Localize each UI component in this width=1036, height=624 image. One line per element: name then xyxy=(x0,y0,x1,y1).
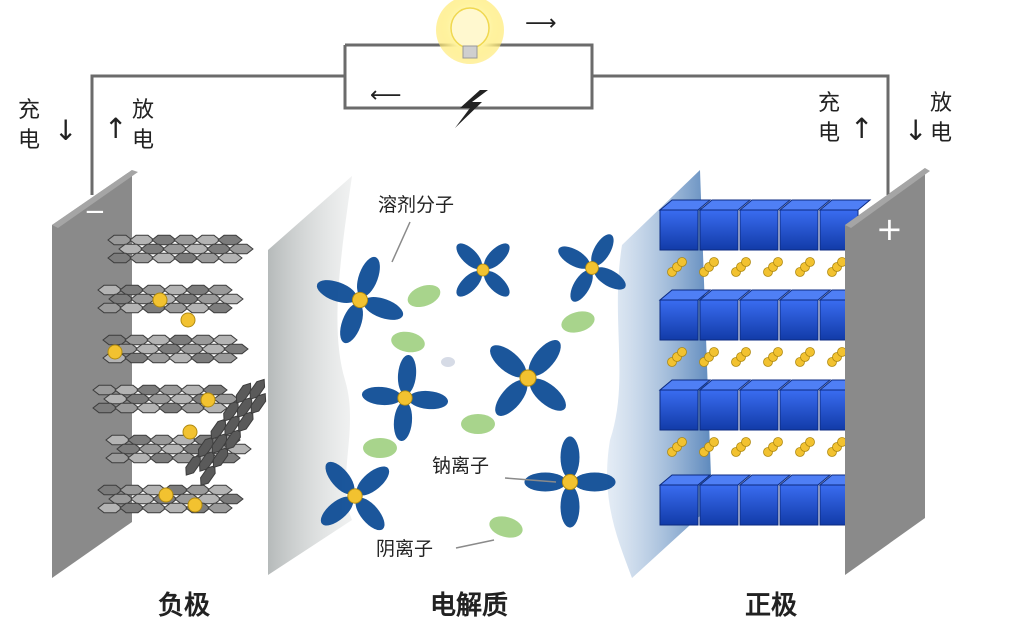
anion xyxy=(561,311,595,333)
solvent-molecule-label: 溶剂分子 xyxy=(378,194,454,216)
sodium-ion xyxy=(158,487,174,503)
sodium-ion xyxy=(351,291,369,309)
solvent-molecule xyxy=(316,256,404,344)
electrolyte-region xyxy=(316,234,626,538)
light-bulb-icon xyxy=(436,0,504,64)
charge-label-r2: 电 xyxy=(818,121,840,146)
anion xyxy=(391,331,425,353)
discharge-arrow-down-r: ↓ xyxy=(904,114,927,147)
graphite-sheet xyxy=(107,234,254,264)
sodium-chain xyxy=(667,347,847,367)
sodium-ion xyxy=(182,424,198,440)
electrolyte-title: 电解质 xyxy=(430,591,508,621)
cathode-layer xyxy=(658,199,872,251)
charge-label-2: 电 xyxy=(18,128,40,153)
sodium-ion xyxy=(152,292,168,308)
graphite-sheet xyxy=(97,484,244,514)
charge-arrow-up-r: ↑ xyxy=(850,112,873,145)
sodium-ion xyxy=(561,473,579,491)
sodium-chain xyxy=(667,257,847,277)
anion xyxy=(461,414,495,434)
anion xyxy=(407,284,441,308)
anode-title: 负极 xyxy=(158,591,211,621)
current-arrow-right: ⟶ xyxy=(525,11,557,36)
sodium-ion xyxy=(187,497,203,513)
sodium-ion-label: 钠离子 xyxy=(432,455,489,477)
sodium-chain xyxy=(667,437,847,457)
anode-discharge-indicator: ↑ 放 电 xyxy=(104,98,154,153)
solvent-molecule xyxy=(456,243,510,297)
cathode-layer xyxy=(658,474,872,526)
solvent-molecule xyxy=(320,461,390,531)
graphite-sheet xyxy=(97,284,244,314)
solvent-molecule xyxy=(524,436,616,528)
graphite-tilted-sheet xyxy=(185,378,267,487)
solvent-molecule xyxy=(490,340,566,416)
discharge-arrow-up: ↑ xyxy=(104,112,127,145)
current-arrow-left: ⟵ xyxy=(370,83,402,108)
graphite-sheet xyxy=(92,384,239,414)
lightning-bolt-icon xyxy=(455,90,488,128)
anion xyxy=(489,516,523,538)
cathode-layer xyxy=(658,289,872,341)
discharge-label-r1: 放 xyxy=(930,91,952,116)
charge-arrow-down: ↓ xyxy=(54,114,77,147)
sodium-ion xyxy=(476,263,490,277)
sodium-ion xyxy=(519,369,537,387)
solvent-molecule xyxy=(361,354,449,442)
charge-label-1: 充 xyxy=(18,98,40,123)
discharge-label-r2: 电 xyxy=(930,121,952,146)
anion xyxy=(441,357,455,367)
anode-charge-indicator: 充 电 ↓ xyxy=(18,98,77,153)
anion-label: 阴离子 xyxy=(376,538,433,560)
solvent-molecule xyxy=(558,234,626,302)
sodium-ion xyxy=(347,488,363,504)
sodium-ion xyxy=(200,392,216,408)
discharge-label-1: 放 xyxy=(132,98,154,123)
sodium-ion xyxy=(107,344,123,360)
minus-sign: − xyxy=(84,197,106,227)
cathode-charge-indicator: 充 电 ↑ xyxy=(818,91,873,146)
sodium-ion xyxy=(397,390,413,406)
plus-sign: + xyxy=(876,210,903,248)
cathode-title: 正极 xyxy=(745,591,798,621)
label-pointers xyxy=(391,221,557,549)
cathode-discharge-indicator: ↓ 放 电 xyxy=(904,91,952,147)
charge-label-r1: 充 xyxy=(818,91,840,116)
cathode-layer xyxy=(658,379,872,431)
external-circuit xyxy=(90,43,890,195)
anion xyxy=(363,438,397,458)
sodium-ion xyxy=(585,261,599,275)
cathode-layered-structure xyxy=(658,199,872,526)
cathode-current-collector: + xyxy=(845,168,930,575)
discharge-label-2: 电 xyxy=(132,128,154,153)
sodium-ion xyxy=(180,312,196,328)
anode-current-collector: − xyxy=(52,170,138,578)
anode-graphite-layers xyxy=(92,234,267,514)
graphite-sheet xyxy=(102,334,249,364)
